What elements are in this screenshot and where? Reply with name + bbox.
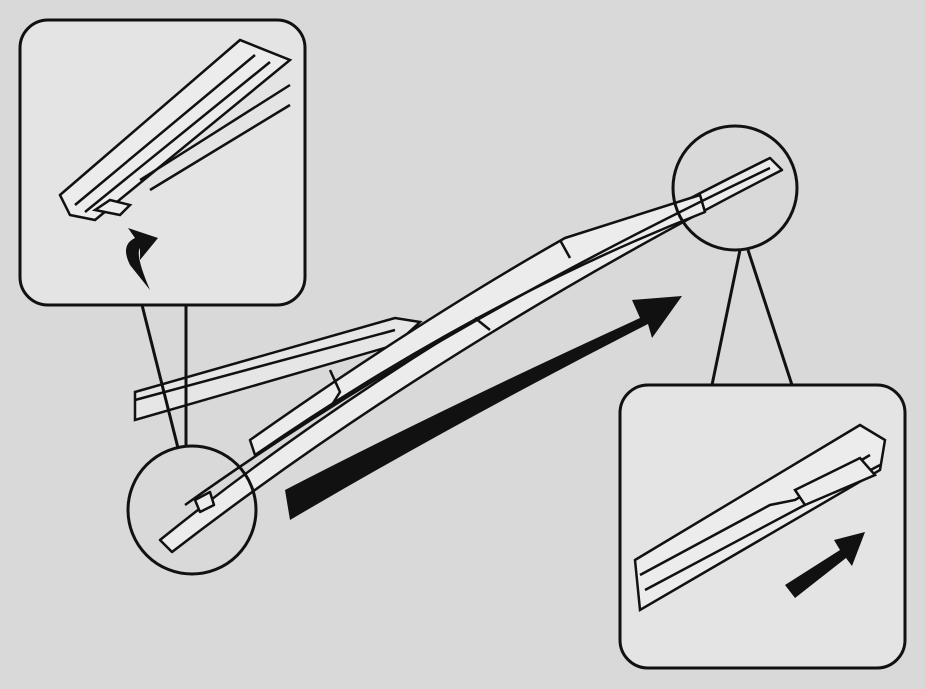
slide-arrow-small-icon xyxy=(785,532,865,598)
left-detail-circle xyxy=(126,444,258,576)
rotate-arrow-icon xyxy=(126,228,158,290)
left-callout xyxy=(18,18,307,576)
right-detail-circle xyxy=(671,124,799,252)
slide-arrow-icon xyxy=(285,296,682,520)
right-callout xyxy=(618,124,907,670)
wiper-blade-icon xyxy=(158,156,784,554)
